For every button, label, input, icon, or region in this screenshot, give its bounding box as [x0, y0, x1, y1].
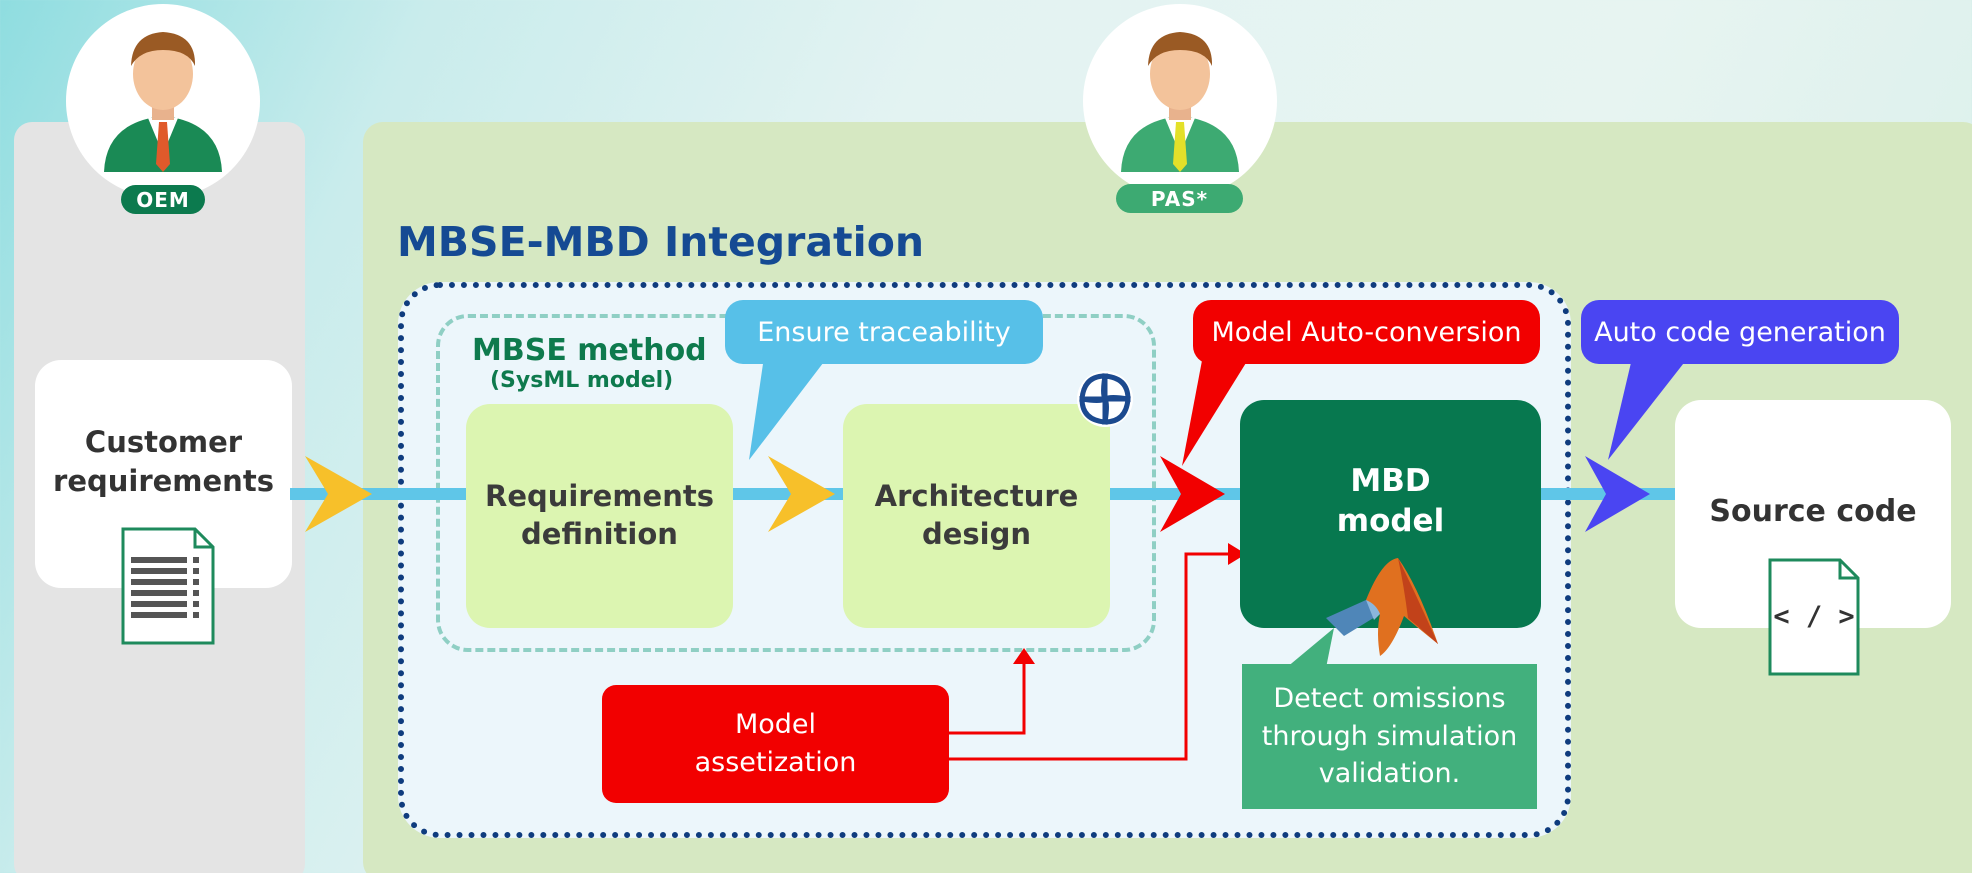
- businessman-icon: [1121, 32, 1239, 172]
- model-auto-conversion-callout: Model Auto-conversion: [1193, 300, 1540, 364]
- asset-to-architecture-line: [949, 660, 1026, 735]
- customer-label-line1: Customer: [84, 425, 243, 459]
- architecture-design-box: Architecture design: [843, 404, 1110, 628]
- oem-badge: OEM: [121, 185, 205, 214]
- detect-label-line3: validation.: [1318, 758, 1461, 790]
- detect-label-line2: through simulation: [1261, 720, 1518, 752]
- requirements-label-line1: Requirements: [485, 479, 714, 514]
- pas-badge: PAS*: [1116, 184, 1243, 213]
- traceability-callout-tail: [749, 350, 833, 460]
- flow-arrow-violet: [1585, 456, 1650, 532]
- mbd-label-line1: MBD: [1350, 463, 1431, 499]
- mbd-model-label: MBD model: [1240, 461, 1541, 542]
- asset-to-architecture-arrowhead: [1013, 648, 1035, 664]
- model-assetization-box: Model assetization: [602, 685, 949, 803]
- code-icon-text: < / >: [1773, 601, 1855, 632]
- customer-label-line2: requirements: [53, 464, 274, 499]
- source-code-label: Source code: [1709, 494, 1917, 529]
- auto-conversion-callout-tail: [1182, 350, 1254, 466]
- architecture-label-line1: Architecture: [874, 479, 1079, 514]
- requirements-definition-box: Requirements definition: [466, 404, 733, 628]
- requirements-label-line2: definition: [521, 517, 678, 551]
- mbse-method-title: MBSE method: [472, 333, 707, 368]
- flow-arrow-yellow-1: [305, 456, 372, 532]
- businessman-icon: [104, 32, 222, 172]
- oem-avatar: [66, 4, 260, 198]
- pas-avatar: [1083, 4, 1277, 198]
- asset-to-mbd-line: [949, 552, 1232, 761]
- sysml-logo-icon: [1070, 368, 1140, 434]
- mbd-label-line2: model: [1336, 503, 1445, 540]
- asset-to-mbd-arrowhead: [1228, 543, 1246, 565]
- customer-requirements-label: Customer requirements: [35, 423, 292, 501]
- flow-arrow-red: [1160, 456, 1225, 532]
- detect-omissions-box: Detect omissions through simulation vali…: [1242, 664, 1537, 809]
- detect-callout-tail: [1286, 628, 1334, 668]
- auto-code-generation-callout: Auto code generation: [1581, 300, 1899, 364]
- architecture-label-line2: design: [921, 517, 1032, 551]
- code-file-icon: < / >: [1768, 558, 1860, 676]
- asset-label-line2: assetization: [694, 747, 857, 778]
- document-icon: [121, 527, 215, 649]
- page-title: MBSE-MBD Integration: [397, 218, 925, 266]
- ensure-traceability-callout: Ensure traceability: [725, 300, 1043, 364]
- mbse-method-subtitle: (SysML model): [490, 368, 674, 393]
- flow-arrow-yellow-2: [768, 456, 835, 532]
- auto-code-callout-tail: [1608, 350, 1694, 460]
- asset-label-line1: Model: [734, 709, 817, 741]
- matlab-logo-icon: [1322, 556, 1442, 664]
- detect-label-line1: Detect omissions: [1273, 682, 1506, 714]
